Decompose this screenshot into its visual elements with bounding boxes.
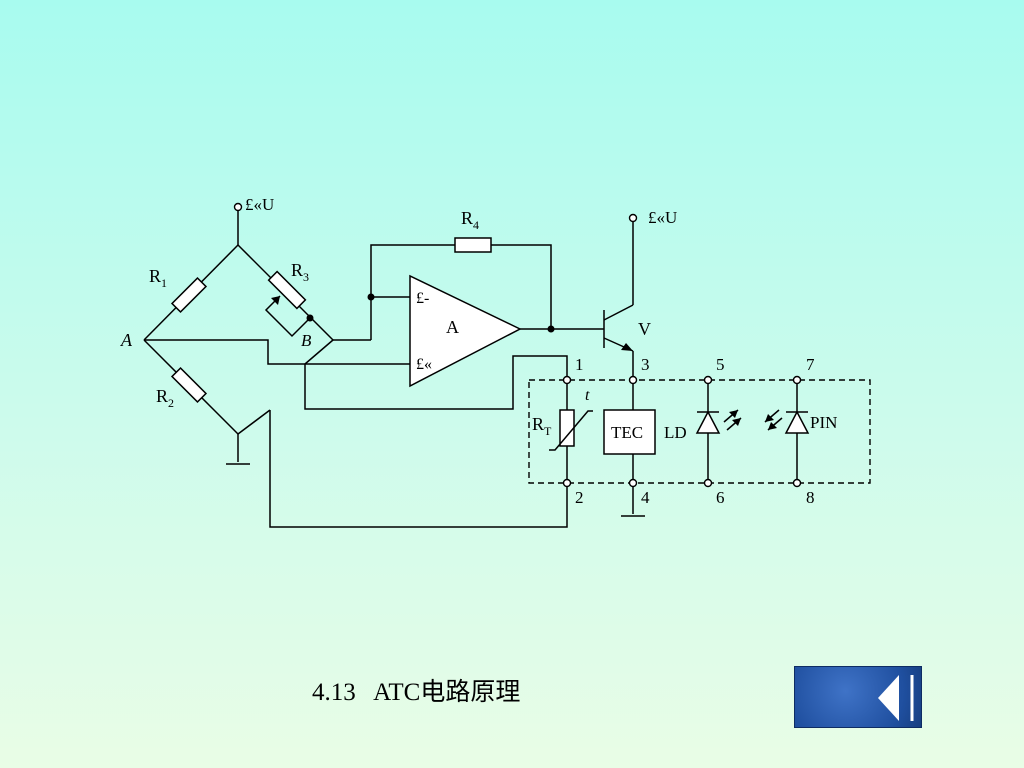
atc-circuit-diagram: £«U R1 R3 R2 A B (120, 195, 871, 528)
supply-terminal-top (233, 202, 243, 212)
pin-label: PIN (810, 413, 837, 432)
pin-number-8: 8 (806, 488, 815, 507)
thermistor-temp-label: t (585, 387, 590, 404)
pin-number-5: 5 (716, 355, 725, 374)
back-button[interactable] (794, 666, 922, 728)
back-arrow-icon (878, 675, 899, 721)
label-r1: R1 (149, 266, 167, 290)
pin-number-7: 7 (806, 355, 815, 374)
transistor-v: £«U V (603, 208, 677, 378)
resistor-r4 (454, 237, 492, 253)
amplifier-section: A £- £« R4 (269, 208, 604, 528)
figure-caption: 4.13 ATC电路原理 (312, 679, 521, 706)
label-r4: R4 (461, 208, 479, 232)
resistor-r2 (170, 366, 208, 404)
module-outline (528, 379, 871, 484)
node-label-a: A (120, 330, 133, 350)
pin-number-1: 1 (575, 355, 584, 374)
supply-label-right: £«U (648, 208, 677, 227)
supply-label-top: £«U (245, 195, 274, 214)
potentiometer-r3 (267, 270, 307, 310)
op-amp-inverting-label: £- (416, 290, 429, 307)
pin-number-4: 4 (641, 488, 650, 507)
ld-label: LD (664, 423, 687, 442)
thermistor-rt (549, 384, 593, 479)
laser-diode-ld (695, 384, 742, 479)
pin-photodiode (764, 384, 810, 479)
node-label-b: B (301, 331, 312, 350)
tec-label: TEC (611, 423, 643, 442)
label-r3: R3 (291, 260, 309, 284)
pin-number-6: 6 (716, 488, 725, 507)
resistor-r1 (170, 276, 208, 314)
laser-module: 1 2 3 4 5 6 7 8 RT t TEC (528, 355, 871, 517)
transistor-label: V (638, 319, 651, 339)
pin-number-2: 2 (575, 488, 584, 507)
pin-number-3: 3 (641, 355, 650, 374)
op-amp-label: A (446, 317, 459, 337)
supply-terminal-right (628, 213, 638, 223)
label-r2: R2 (156, 386, 174, 410)
bridge-network: £«U R1 R3 R2 A B (120, 195, 410, 465)
tec-cooler (603, 384, 656, 479)
op-amp (409, 274, 522, 388)
thermistor-label: RT (532, 414, 552, 438)
op-amp-noninverting-label: £« (416, 356, 432, 373)
